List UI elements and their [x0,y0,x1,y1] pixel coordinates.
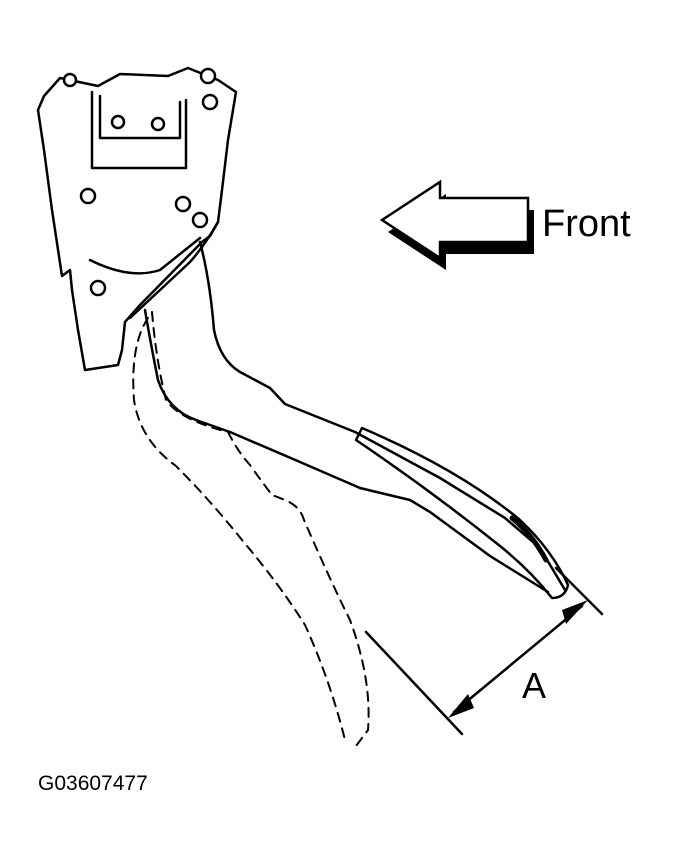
dimension-a [364,566,604,736]
mounting-bracket [36,66,238,372]
pedal-pad [354,426,570,600]
dimension-label: A [522,665,546,706]
dimension-arrowheads [448,600,588,718]
figure-code: G03607477 [38,772,148,795]
bracket-holes [62,67,219,297]
front-label: Front [542,203,631,245]
front-arrow-icon [379,179,534,270]
pedal-alternate-position [132,311,370,747]
pedal-arm [143,240,567,594]
